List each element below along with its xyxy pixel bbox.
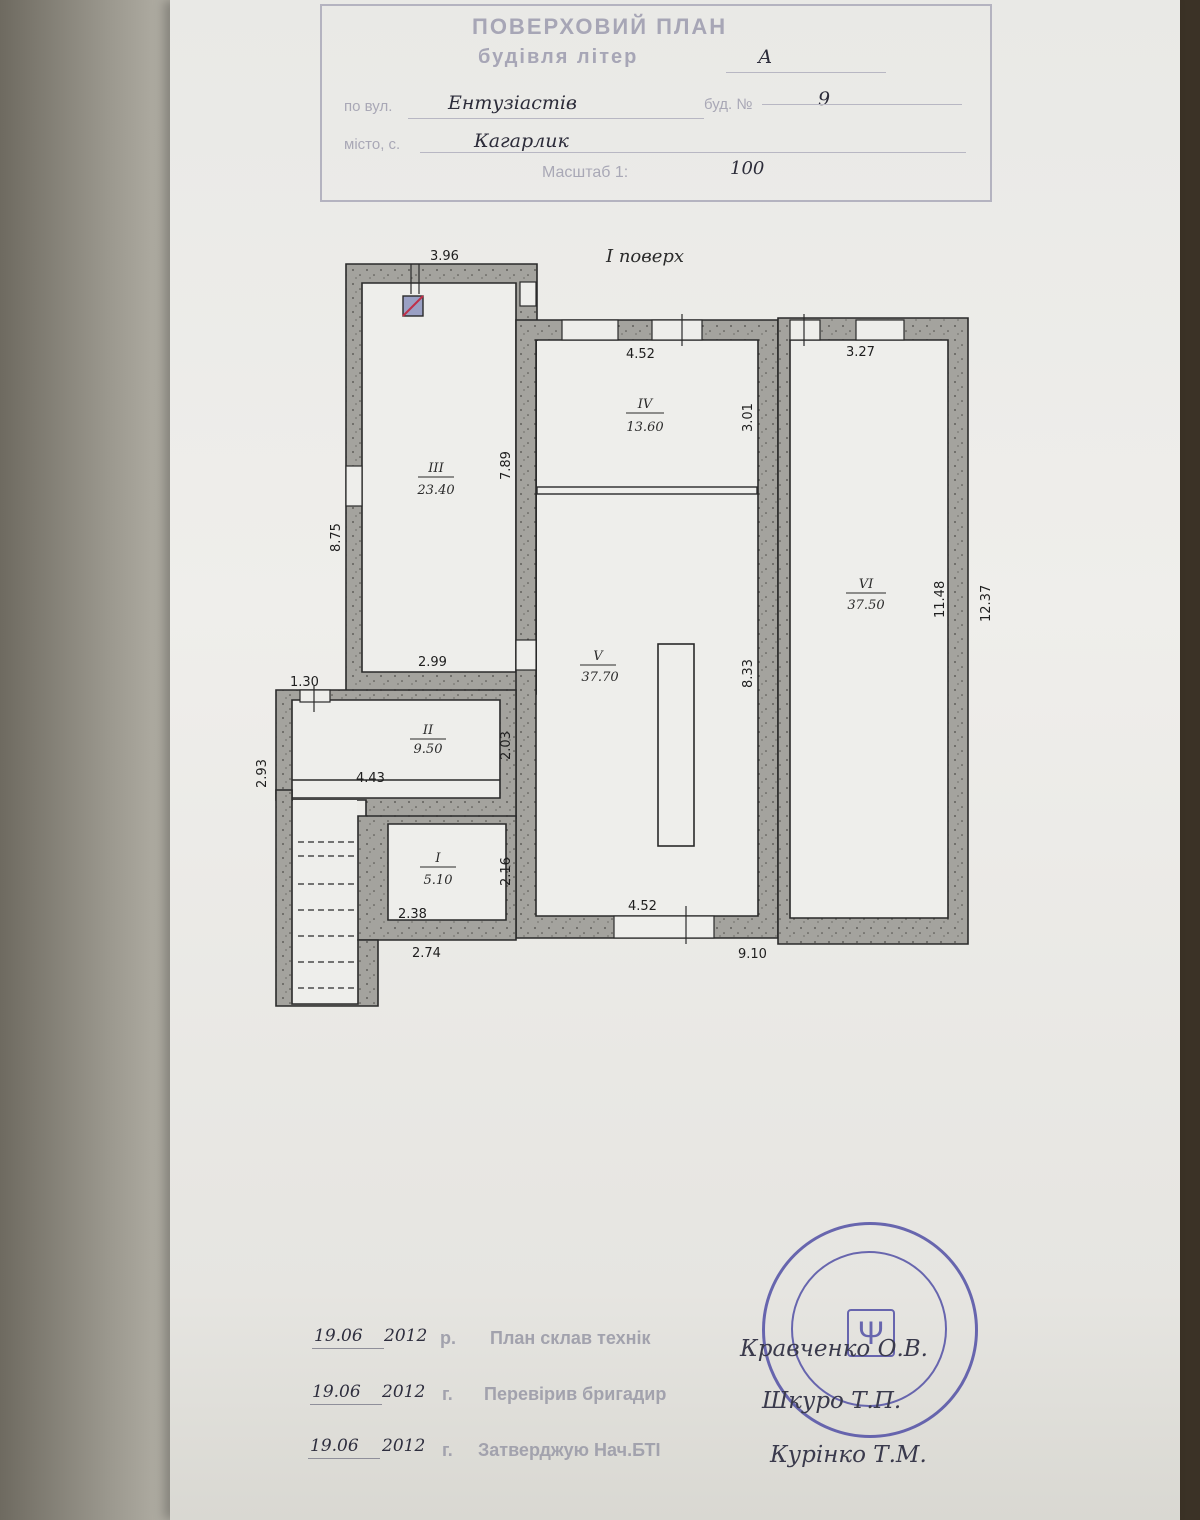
sig3-suffix: г.	[442, 1440, 453, 1460]
sig3-name: Курінко Т.М.	[770, 1442, 927, 1468]
sig1-name: Кравченко О.В.	[740, 1336, 928, 1362]
sig1-text: План склав технік	[490, 1328, 651, 1348]
chimney-icon	[402, 295, 424, 317]
dim-top-left: 3.96	[430, 249, 459, 264]
street-value: Ентузіастів	[448, 92, 577, 114]
column-room-5	[657, 643, 695, 847]
seal-inner-ring: Ψ	[791, 1251, 947, 1407]
scale-value: 100	[730, 158, 765, 179]
dim-room2-width: 4.43	[356, 771, 385, 786]
dim-room1-outer: 2.74	[412, 946, 441, 961]
building-letter: А	[758, 46, 773, 68]
dim-room2-height: 2.03	[499, 731, 514, 760]
sig3-date: 19.06	[310, 1436, 359, 1456]
window-room3-left	[345, 465, 363, 507]
partition-4-5	[536, 486, 758, 495]
city-label: місто, с.	[344, 136, 401, 153]
building-label: будівля літер	[478, 46, 639, 68]
dim-room3-bottom: 2.99	[418, 655, 447, 670]
room-4-5-floor	[537, 341, 757, 915]
room-6-area: 37.50	[847, 598, 884, 613]
floor-label: І поверх	[605, 246, 684, 267]
window-room4-b	[651, 319, 703, 341]
sig2-underline	[310, 1404, 382, 1405]
city-value: Кагарлик	[474, 130, 569, 152]
dim-total-width: 9.10	[738, 947, 767, 962]
house-line	[762, 104, 962, 105]
room-4-number: ІV	[637, 397, 654, 412]
street-line	[408, 118, 704, 119]
dim-room5-bottom: 4.52	[628, 899, 657, 914]
door-room2-top	[299, 689, 331, 703]
dim-room4-top: 4.52	[626, 347, 655, 362]
room-5-number: V	[593, 649, 604, 664]
dim-room4-height: 3.01	[741, 403, 756, 432]
dim-room1-height: 2.16	[499, 857, 514, 886]
window-room5-bottom	[613, 915, 715, 939]
sig1-date: 19.06	[314, 1326, 363, 1346]
room-5-area: 37.70	[581, 670, 618, 685]
room-2-number: ІІ	[422, 723, 434, 738]
window-top-left	[519, 281, 537, 307]
room-1-floor	[389, 825, 505, 919]
dim-porch-left: 2.93	[255, 759, 270, 788]
sig2-year: 2012	[382, 1382, 426, 1402]
room-1-number: І	[434, 851, 441, 866]
previous-page-edge	[0, 0, 185, 1520]
sig2-text: Перевірив бригадир	[484, 1384, 667, 1404]
official-seal: Ψ	[762, 1222, 978, 1438]
sig2-date: 19.06	[312, 1382, 361, 1402]
room-1-area: 5.10	[424, 873, 453, 888]
room-3-area: 23.40	[416, 483, 454, 498]
sig3-year: 2012	[382, 1436, 426, 1456]
room-3-number: ІІІ	[427, 461, 444, 476]
sig1-underline	[312, 1348, 384, 1349]
window-room6-a	[789, 319, 821, 341]
header-stamp: ПОВЕРХОВИЙ ПЛАН будівля літер А по вул. …	[320, 4, 992, 202]
dim-porch-top: 1.30	[290, 675, 319, 690]
dim-room3-height: 7.89	[499, 451, 514, 480]
dim-room5-height: 8.33	[741, 659, 756, 688]
stair-area	[293, 800, 357, 1003]
building-line	[726, 72, 886, 73]
plan-title: ПОВЕРХОВИЙ ПЛАН	[472, 14, 728, 39]
room-4-area: 13.60	[626, 420, 663, 435]
seal-trident-icon: Ψ	[847, 1309, 895, 1357]
dim-left-outer: 8.75	[329, 523, 344, 552]
wall-porch	[275, 789, 379, 1007]
room-2-floor	[293, 701, 499, 797]
window-room4-a	[561, 319, 619, 341]
dim-room6-height: 11.48	[933, 581, 948, 618]
window-room6-b	[855, 319, 905, 341]
sig3-underline	[308, 1458, 380, 1459]
sig1-year: 2012	[384, 1326, 428, 1346]
city-line	[420, 152, 966, 153]
room-6-number: VІ	[859, 577, 874, 592]
dim-right-outer: 12.37	[979, 585, 994, 622]
room-6-floor	[791, 341, 947, 917]
scale-label: Масштаб 1:	[542, 164, 629, 181]
sig2-name: Шкуро Т.П.	[762, 1388, 902, 1414]
sig1-suffix: р.	[440, 1328, 456, 1348]
street-label: по вул.	[344, 98, 393, 115]
house-label: буд. №	[704, 96, 753, 113]
wall-room-1	[357, 815, 517, 941]
room-2-area: 9.50	[414, 742, 443, 757]
sig2-suffix: г.	[442, 1384, 453, 1404]
sig3-text: Затверджую Нач.БТІ	[478, 1440, 661, 1460]
dim-room6-top: 3.27	[846, 345, 875, 360]
dim-room1-width: 2.38	[398, 907, 427, 922]
door-room5-left	[515, 639, 537, 671]
